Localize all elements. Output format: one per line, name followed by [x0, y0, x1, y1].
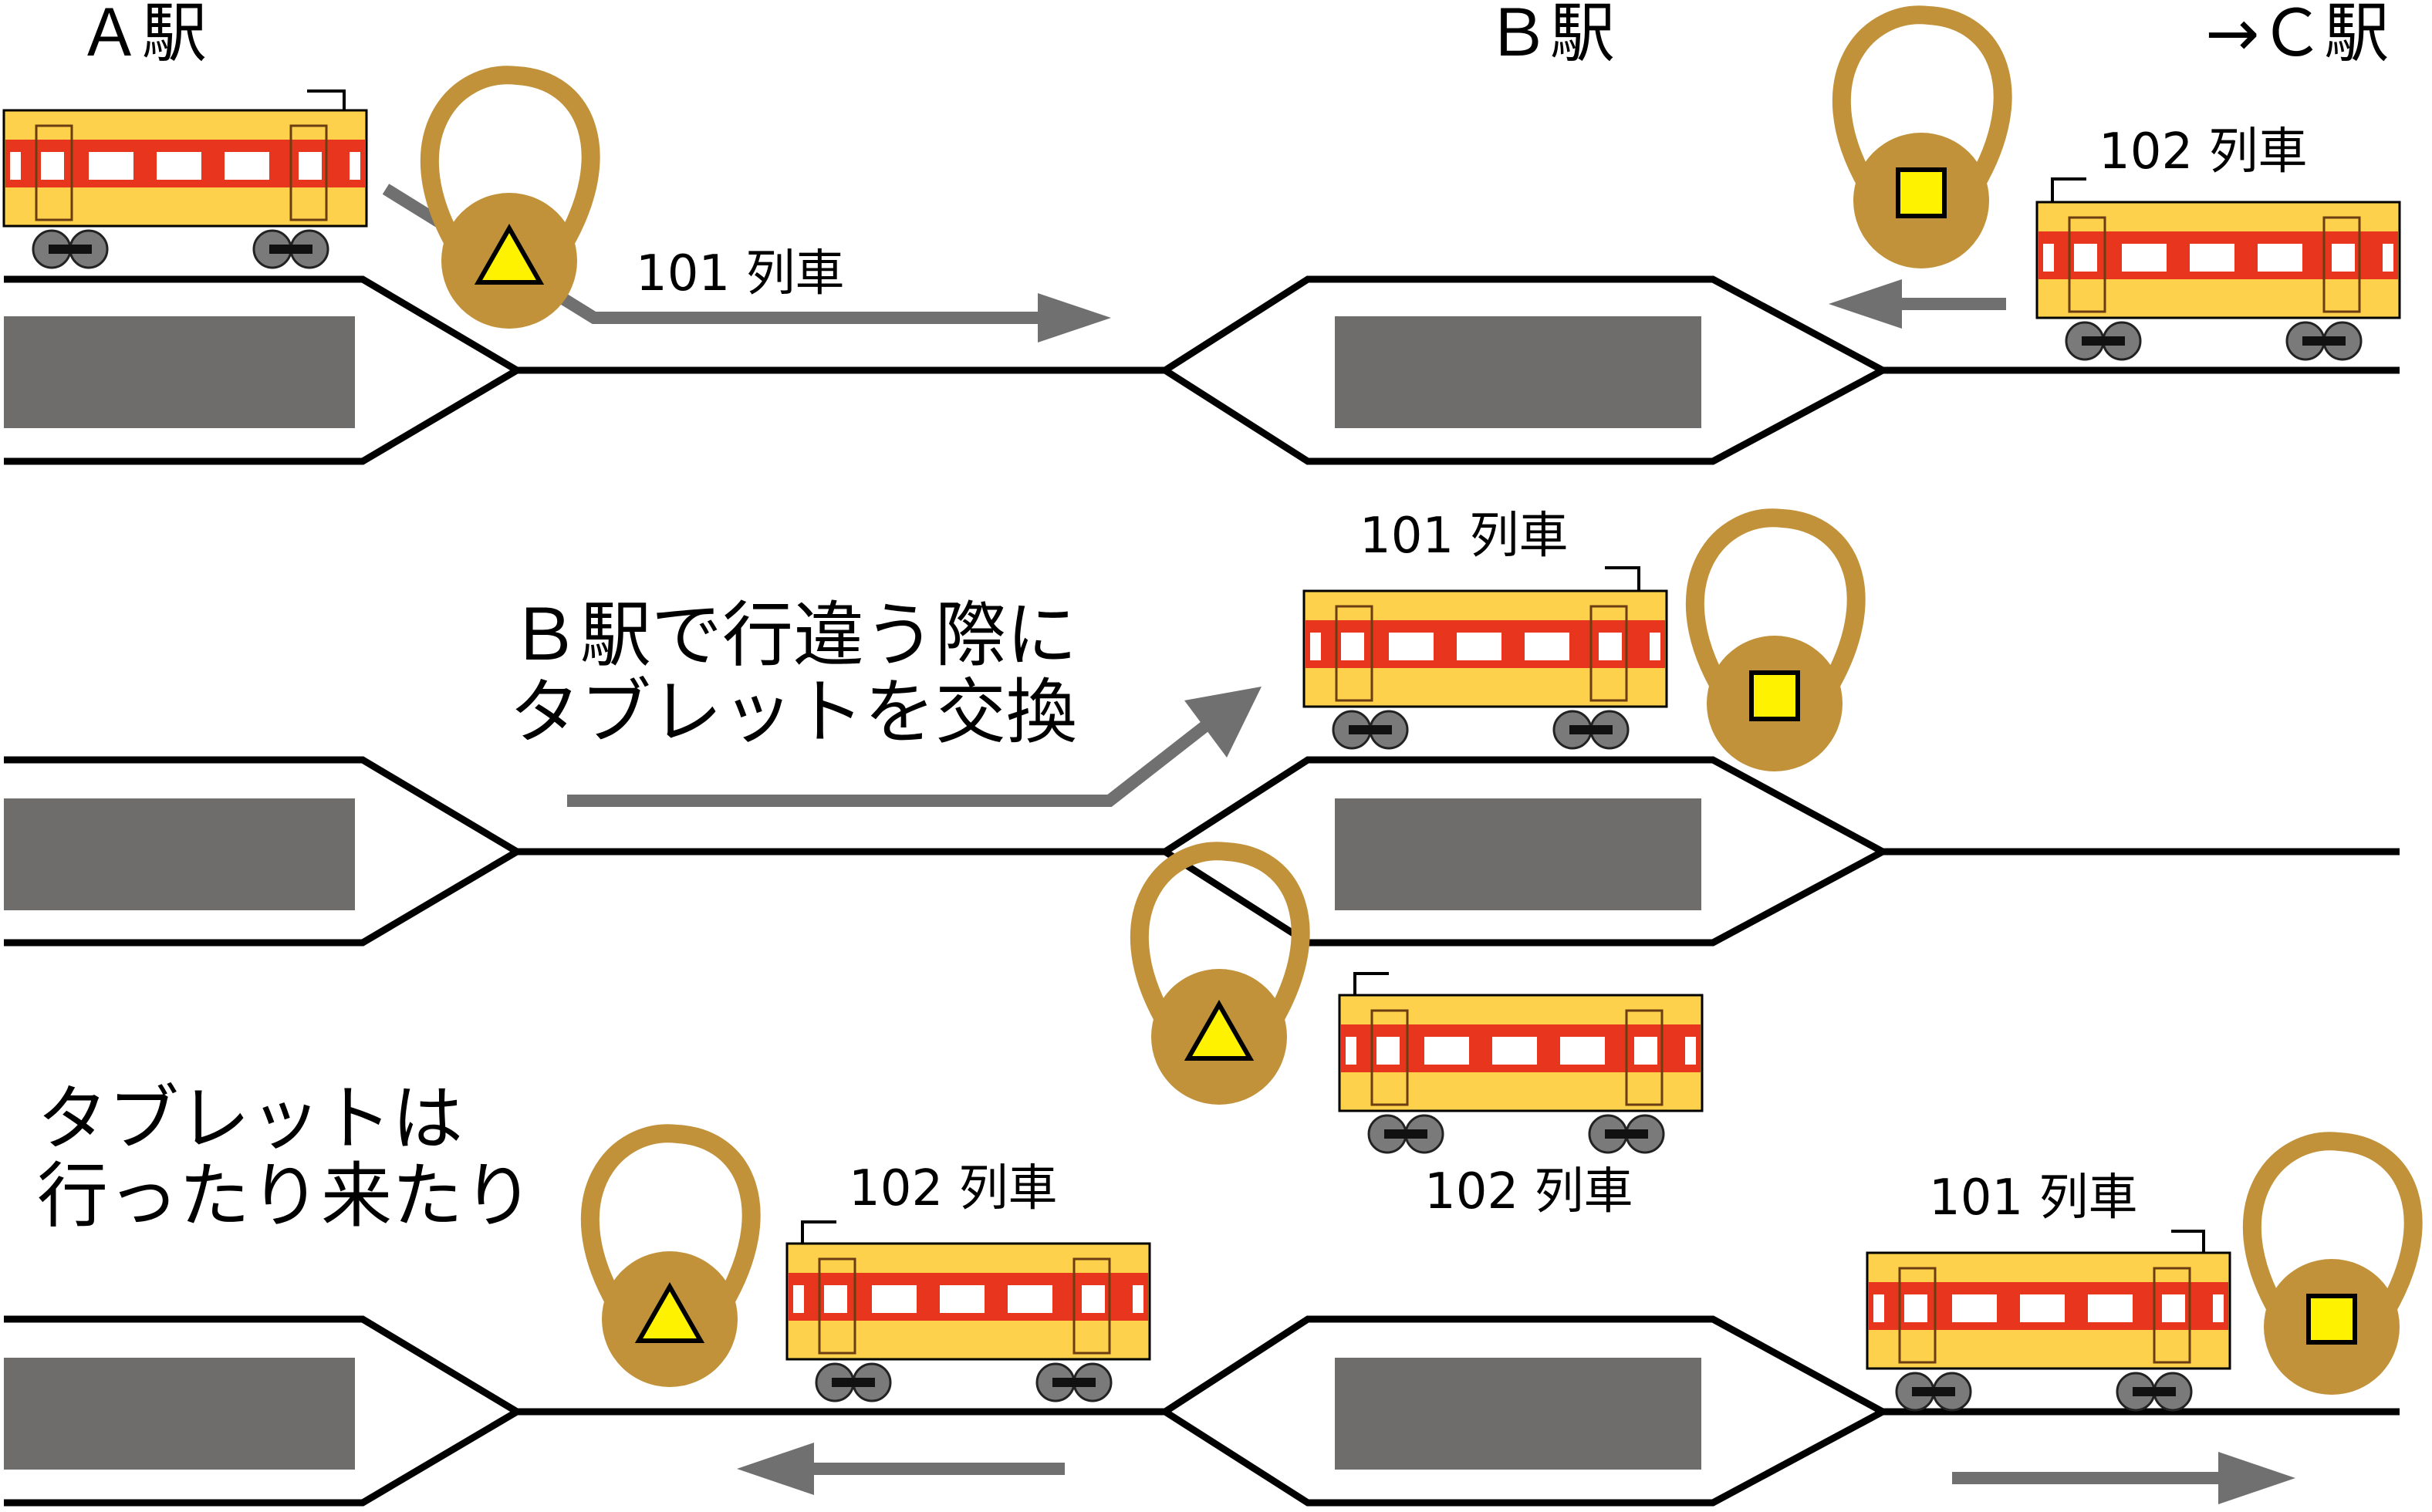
row-3: タブレットは 行ったり来たり 102 列車 101 列車 — [4, 1078, 2413, 1507]
train-102-at-b-marker-line — [1353, 972, 1389, 995]
tablet-pouch-square — [1842, 15, 2003, 268]
triangle-icon — [474, 223, 545, 285]
track-row-1 — [4, 275, 2400, 465]
station-c-label: →Ｃ駅 — [2205, 0, 2389, 71]
row-2: Ｂ駅で行違う際に タブレットを交換 101 列車 102 列車 — [4, 508, 2400, 1220]
square-icon — [1749, 670, 1800, 721]
platform-a-row-3 — [4, 1358, 355, 1470]
train-101-departing-label: 101 列車 — [1929, 1169, 2138, 1227]
train-102-departing-marker-line — [801, 1220, 836, 1244]
exchange-arrow — [567, 687, 1262, 807]
train-102-car-at-b — [1338, 994, 1704, 1154]
train-101-label: 101 列車 — [636, 245, 845, 302]
platform-a-row-2 — [4, 798, 355, 910]
station-a-label: Ａ駅 — [77, 0, 207, 71]
tablet-pouch-triangle-at-b — [1140, 851, 1301, 1105]
train-101-car-at-b — [1302, 589, 1668, 750]
tablet-pouch-square-at-b — [1695, 518, 1856, 771]
train-102-car — [2035, 201, 2401, 361]
exchange-caption-line-1: Ｂ駅で行違う際に — [509, 594, 1077, 677]
platform-b-row-1 — [1335, 316, 1701, 428]
tablet-pouch-triangle — [430, 75, 591, 329]
exchange-caption-line-2: タブレットを交換 — [509, 671, 1077, 754]
tablet-pouch-square-departing — [2252, 1141, 2413, 1395]
track-row-3 — [4, 1315, 2400, 1507]
train-101-at-b-label: 101 列車 — [1360, 508, 1569, 565]
platform-b-row-2 — [1335, 798, 1701, 910]
route-arrow-left-row-3 — [737, 1443, 1065, 1495]
route-arrow-left — [1829, 279, 2006, 329]
square-icon — [1896, 167, 1947, 218]
platform-a-row-1 — [4, 316, 355, 428]
platform-b-row-3 — [1335, 1358, 1701, 1470]
train-102-departing-label: 102 列車 — [849, 1160, 1058, 1217]
train-102-car-departing — [785, 1242, 1151, 1402]
travel-caption-line-2: 行ったり来たり — [37, 1155, 534, 1237]
station-b-label: Ｂ駅 — [1485, 0, 1615, 71]
travel-caption-line-1: タブレットは — [37, 1078, 463, 1160]
train-101-car — [2, 109, 368, 269]
route-arrow-right-row-3 — [1952, 1452, 2295, 1504]
train-101-departing-marker-line — [2171, 1230, 2205, 1253]
square-icon — [2306, 1294, 2357, 1345]
tablet-pouch-triangle-departing — [590, 1133, 752, 1387]
train-101-car-departing — [1866, 1251, 2231, 1412]
train-102-label: 102 列車 — [2099, 123, 2308, 181]
triangle-icon — [1184, 999, 1255, 1061]
triangle-icon — [634, 1281, 705, 1343]
row-1: Ａ駅 Ｂ駅 →Ｃ駅 101 列車 102 列車 — [2, 0, 2401, 465]
train-101-at-b-marker-line — [1605, 566, 1640, 591]
train-102-at-b-label: 102 列車 — [1424, 1163, 1633, 1220]
train-102-marker-line — [2051, 177, 2086, 202]
train-101-marker-line — [307, 89, 346, 110]
